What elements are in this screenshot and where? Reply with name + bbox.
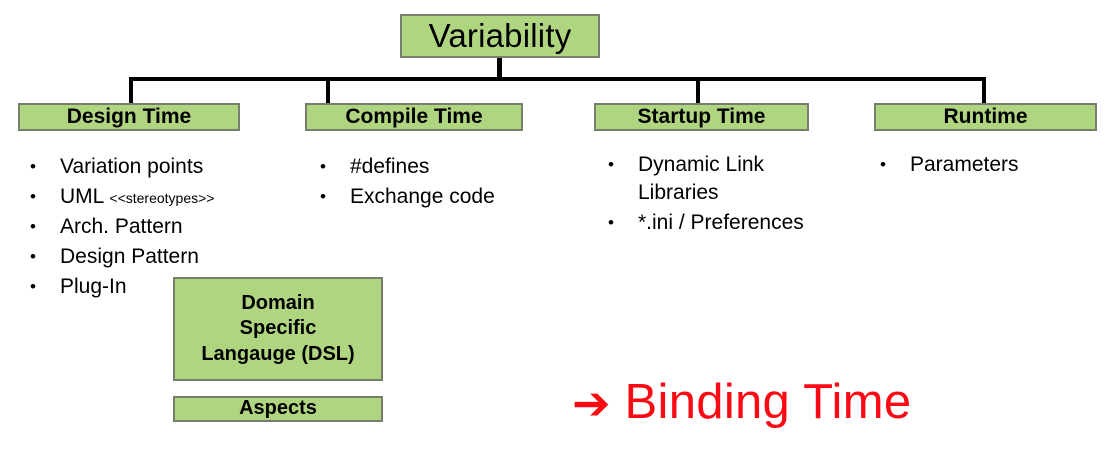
list-item: • Plug-In xyxy=(30,273,292,301)
bullet-icon: • xyxy=(608,212,614,232)
node-aspects-label: Aspects xyxy=(239,397,317,420)
connector-drop-design-time xyxy=(129,77,133,104)
list-item-label: Arch. Pattern xyxy=(60,214,183,238)
list-item: • UML <<stereotypes>> xyxy=(30,183,292,211)
node-runtime-label: Runtime xyxy=(943,105,1028,128)
list-item: • Exchange code xyxy=(320,183,550,211)
list-item-label: Design Pattern xyxy=(60,244,199,268)
list-item-label: *.ini / Preferences xyxy=(638,210,804,234)
node-domain-specific-language[interactable]: Domain Specific Langauge (DSL) xyxy=(173,277,383,381)
bullet-icon: • xyxy=(30,186,36,206)
list-item-text: UML xyxy=(60,184,110,208)
node-aspects[interactable]: Aspects xyxy=(173,396,383,422)
bullet-icon: • xyxy=(30,246,36,266)
list-item: • Design Pattern xyxy=(30,243,292,271)
list-item-label: Dynamic Link Libraries xyxy=(638,153,765,204)
right-arrow-icon: ➔ xyxy=(572,376,611,429)
list-item-label: Parameters xyxy=(910,153,1019,176)
connector-drop-compile-time xyxy=(326,77,330,104)
node-domain-specific-language-label: Domain Specific Langauge (DSL) xyxy=(201,291,355,365)
bullet-icon: • xyxy=(608,155,614,174)
list-item-label: Exchange code xyxy=(350,184,495,208)
list-item-label: #defines xyxy=(350,155,430,178)
node-runtime[interactable]: Runtime xyxy=(874,103,1097,131)
node-startup-time-label: Startup Time xyxy=(637,105,766,128)
list-item: • #defines xyxy=(320,153,550,181)
list-design-time: • Variation points • UML <<stereotypes>>… xyxy=(30,153,292,303)
node-compile-time[interactable]: Compile Time xyxy=(305,103,523,131)
list-item: • Variation points xyxy=(30,153,292,181)
node-startup-time[interactable]: Startup Time xyxy=(594,103,809,131)
bullet-icon: • xyxy=(320,186,326,206)
list-item: • Parameters xyxy=(880,151,1090,179)
node-variability-label: Variability xyxy=(428,17,572,54)
bullet-icon: • xyxy=(30,216,36,236)
bullet-icon: • xyxy=(30,157,36,176)
bullet-icon: • xyxy=(880,155,886,174)
list-startup-time: • Dynamic Link Libraries • *.ini / Prefe… xyxy=(608,151,853,239)
uml-stereotype-annotation: <<stereotypes>> xyxy=(109,189,215,206)
list-item-label: UML <<stereotypes>> xyxy=(60,183,292,211)
connector-drop-startup-time xyxy=(696,77,700,104)
node-compile-time-label: Compile Time xyxy=(345,105,483,128)
bullet-icon: • xyxy=(30,276,36,296)
list-item-label: Variation points xyxy=(60,155,204,178)
list-item-label: Plug-In xyxy=(60,274,127,298)
connector-root-stem xyxy=(497,58,502,80)
bullet-icon: • xyxy=(320,157,326,176)
callout-binding-time-label: Binding Time xyxy=(624,375,912,429)
list-item: • *.ini / Preferences xyxy=(608,209,853,237)
list-compile-time: • #defines • Exchange code xyxy=(320,153,550,213)
callout-binding-time: ➔ Binding Time xyxy=(572,378,911,427)
node-variability[interactable]: Variability xyxy=(400,14,600,58)
node-design-time[interactable]: Design Time xyxy=(18,103,240,131)
list-runtime: • Parameters xyxy=(880,151,1090,181)
node-design-time-label: Design Time xyxy=(66,105,192,128)
list-item: • Dynamic Link Libraries xyxy=(608,151,853,207)
connector-drop-runtime xyxy=(982,77,986,104)
connector-horizontal-bus xyxy=(129,77,986,81)
list-item: • Arch. Pattern xyxy=(30,213,292,241)
